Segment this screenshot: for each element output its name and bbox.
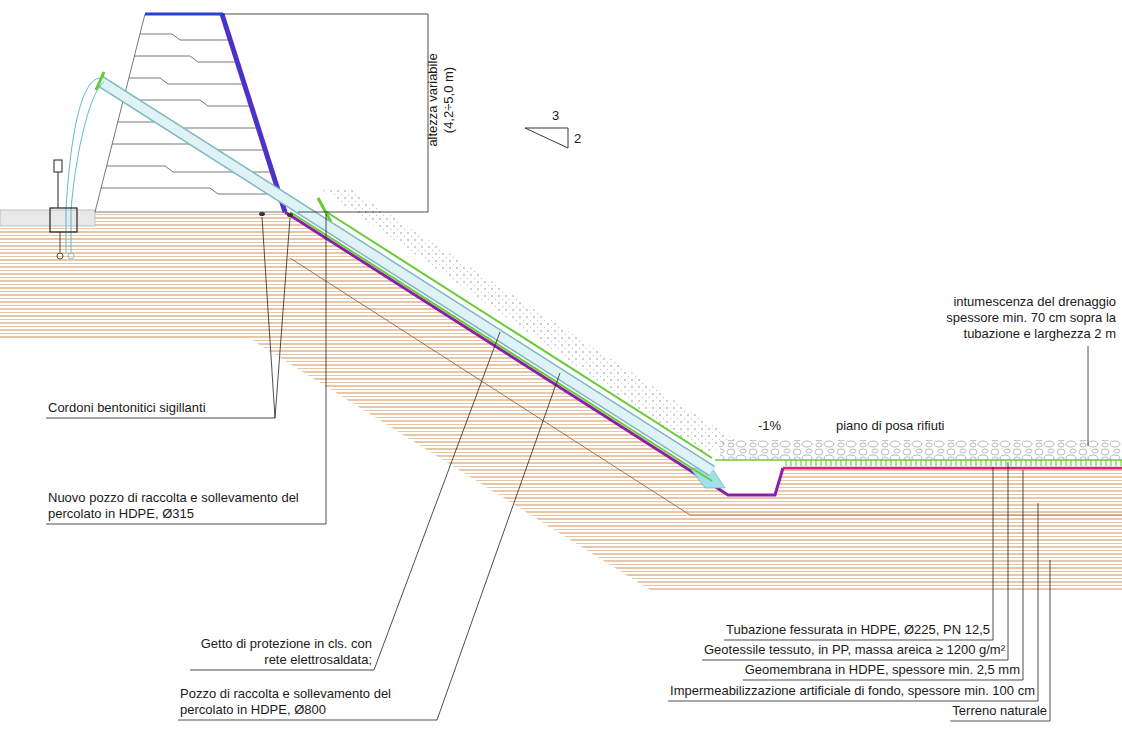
riser-pipe [325,211,712,458]
leader-line [1008,462,1009,660]
liner [783,460,1122,466]
pump-well [68,253,74,259]
callout-label: Nuovo pozzo di raccolta e sollevamento d… [48,490,313,522]
leader-line [437,373,560,720]
leader-line [702,660,1008,661]
leader-line [993,467,994,640]
leader-line [668,701,1038,702]
drainage-gravel [322,190,1122,460]
leader-line [326,214,327,524]
callout-label: Getto di protezione in cls. con rete ele… [192,636,372,668]
pump-well [50,208,77,232]
callout-label: Cordoni bentonitici sigillanti [48,400,206,416]
liner [285,212,1122,495]
slope-symbol [525,128,568,148]
ground [0,210,1122,590]
callout-label: Impermeabilizzazione artificiale di fond… [670,683,1035,699]
leader-line [950,721,1050,722]
drainage-gravel [322,190,735,455]
pump-well [287,213,293,217]
pump-well [259,212,265,216]
callout-label: Tubazione fessurata in HDPE, Ø225, PN 12… [726,622,990,638]
layer-label: piano di posa rifiuti [836,418,944,434]
callout-label: Geomembrana in HDPE, spessore min. 2,5 m… [745,662,1020,678]
dimension-line [222,14,428,212]
dimension-line [222,14,428,212]
pump-well [71,82,104,252]
slope-ratio: 3 [552,108,559,124]
leader-line [178,720,437,721]
callout-label: Terreno naturale [952,703,1047,719]
riser-pipe [290,212,712,481]
pump-well [50,78,293,259]
leader-line [1050,560,1051,721]
liner [783,467,1122,470]
riser-pipe [300,196,712,458]
leader-line [262,217,275,418]
slope-ratio: 2 [574,131,581,147]
grade-label: -1% [758,418,781,434]
callout-label: Pozzo di raccolta e sollevamento del per… [180,686,435,718]
leader-line [1038,503,1039,701]
leader-line [46,214,1088,721]
pump-well [57,253,63,259]
leader-line [724,640,993,641]
ground [0,210,95,226]
note-label: intumescenza del drenaggio spessore min.… [921,294,1116,342]
pump-well [58,172,59,208]
ground [0,212,1122,590]
leader-line [1088,346,1089,446]
pump-well [54,160,62,172]
drainage-gravel [720,440,1122,460]
riser-pipe [96,72,712,481]
leader-line [743,680,1023,681]
riser-pipe [96,72,104,90]
leader-line [46,524,326,525]
leader-line [46,418,275,419]
leader-line [190,670,374,671]
callout-label: Geotessile tessuto, in PP, massa areica … [704,642,1005,658]
leader-line [1023,470,1024,680]
slope-symbol [525,128,568,148]
pump-well [60,232,61,252]
dimension-label: altezza variabile (4,2÷5,0 m) [425,40,457,160]
leader-line [374,332,500,670]
leader-line [275,218,290,418]
